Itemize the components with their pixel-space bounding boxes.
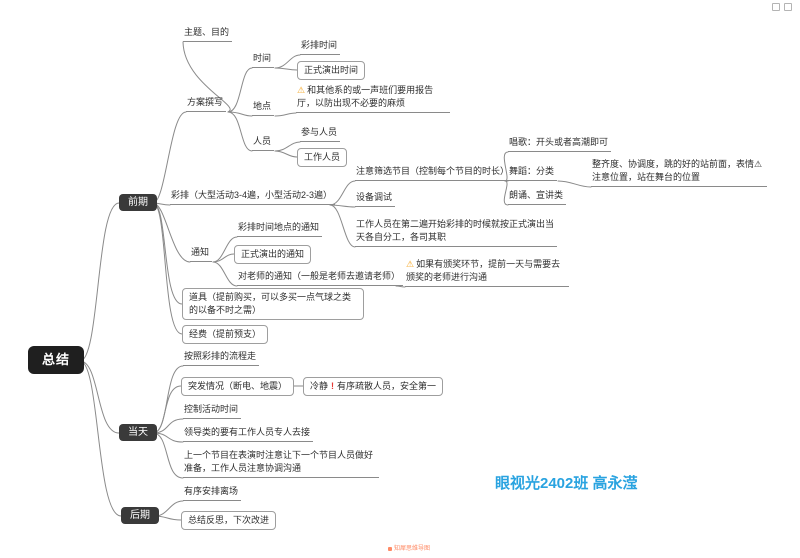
- node-rehearsal[interactable]: 彩排（大型活动3-4遍，小型活动2-3遍）: [170, 189, 336, 205]
- node-notice-show[interactable]: 正式演出的通知: [234, 245, 312, 264]
- node-control-time[interactable]: 控制活动时间: [183, 403, 242, 419]
- corner-mark-icon: [772, 3, 780, 11]
- node-staff[interactable]: 工作人员: [297, 148, 348, 167]
- node-staff-division[interactable]: 工作人员在第二遍开始彩排的时候就按正式演出当天各自分工，各司其职: [355, 218, 557, 247]
- node-dance-detail[interactable]: 整齐度、协调度，跳的好的站前面，表情⚠注意位置，站在舞台的位置: [591, 158, 767, 187]
- warning-icon: ⚠: [406, 259, 415, 269]
- node-emergency[interactable]: 突发情况（断电、地震）: [181, 377, 295, 396]
- node-follow-flow[interactable]: 按照彩排的流程走: [183, 350, 260, 366]
- node-rehearsal-time[interactable]: 彩排时间: [300, 39, 341, 55]
- watermark-text: 知犀思维导图: [394, 546, 431, 552]
- node-receive-leaders[interactable]: 领导类的要有工作人员专人去接: [183, 426, 314, 442]
- node-budget[interactable]: 经费（提前预支）: [182, 325, 269, 344]
- branch-event-day[interactable]: 当天: [119, 424, 157, 441]
- node-summary-root[interactable]: 总结: [28, 346, 85, 374]
- watermark: 知犀思维导图: [388, 545, 430, 553]
- node-orderly-exit[interactable]: 有序安排离场: [183, 485, 242, 501]
- node-notice-teacher[interactable]: 对老师的通知（一般是老师去邀请老师）: [237, 270, 404, 286]
- corner-mark-icon: [784, 3, 792, 11]
- node-props[interactable]: 道具（提前购买，可以多买一点气球之类的以备不时之需）: [182, 288, 364, 320]
- node-program-coordination[interactable]: 上一个节目在表演时注意让下一个节目人员做好准备，工作人员注意协调沟通: [183, 449, 379, 478]
- branch-late-stage[interactable]: 后期: [121, 507, 159, 524]
- branch-early-stage[interactable]: 前期: [119, 194, 157, 211]
- node-reflection[interactable]: 总结反思，下次改进: [181, 511, 277, 530]
- node-text: 和其他系的或一声班们要用报告厅，以防出现不必要的麻烦: [297, 85, 434, 108]
- author-signature[interactable]: 眼视光2402班 高永滢: [495, 475, 638, 492]
- watermark-logo-icon: [388, 547, 392, 551]
- node-dance[interactable]: 舞蹈：分类: [508, 165, 558, 181]
- node-show-time[interactable]: 正式演出时间: [297, 61, 366, 80]
- exclamation-icon: !: [331, 381, 335, 391]
- node-notice[interactable]: 通知: [190, 246, 213, 262]
- node-time[interactable]: 时间: [252, 52, 275, 68]
- warning-icon: ⚠: [297, 85, 306, 95]
- node-equipment-test[interactable]: 设备调试: [355, 191, 396, 207]
- node-theme-purpose[interactable]: 主题、目的: [183, 26, 233, 42]
- node-recitation[interactable]: 朗诵、宣讲类: [508, 189, 567, 205]
- corner-marks: [772, 3, 792, 11]
- node-plan-writing[interactable]: 方案撰写: [186, 96, 227, 112]
- node-venue-warning[interactable]: ⚠和其他系的或一声班们要用报告厅，以防出现不必要的麻烦: [296, 84, 450, 113]
- node-notice-rehearsal[interactable]: 彩排时间地点的通知: [237, 221, 323, 237]
- node-text: 有序疏散人员，安全第一: [337, 381, 437, 391]
- node-place[interactable]: 地点: [252, 100, 275, 116]
- node-text: 如果有颁奖环节，提前一天与需要去颁奖的老师进行沟通: [406, 259, 561, 282]
- node-people[interactable]: 人员: [252, 135, 275, 151]
- node-award-warning[interactable]: ⚠如果有颁奖环节，提前一天与需要去颁奖的老师进行沟通: [405, 258, 569, 287]
- node-singing[interactable]: 唱歌：开头或者高潮即可: [508, 136, 612, 152]
- node-text: 冷静: [310, 381, 329, 391]
- node-program-filter[interactable]: 注意筛选节目（控制每个节目的时长）: [355, 165, 513, 181]
- node-stay-calm[interactable]: 冷静!有序疏散人员，安全第一: [303, 377, 444, 396]
- node-participants[interactable]: 参与人员: [300, 126, 341, 142]
